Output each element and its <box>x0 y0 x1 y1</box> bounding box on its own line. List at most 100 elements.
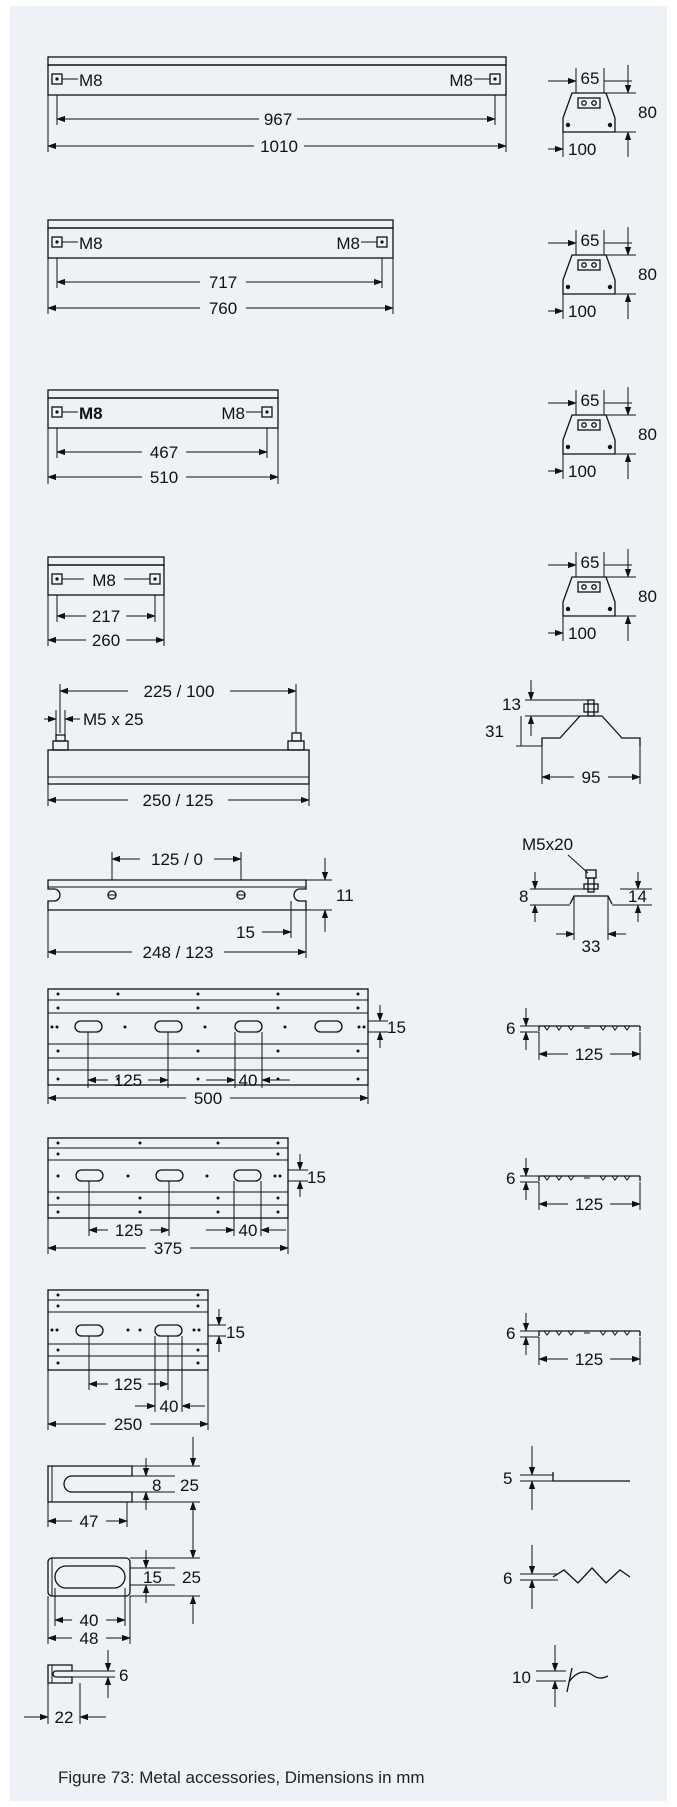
end-foot <box>607 284 613 290</box>
plate-length: 500 <box>194 1089 222 1108</box>
clip-profile-1: 5 <box>503 1446 630 1510</box>
end-hole <box>581 422 587 428</box>
thread-label-right: M8 <box>221 404 245 423</box>
clip-profile-line <box>552 1472 630 1482</box>
plate-pitch: 125 <box>115 1221 143 1240</box>
clip-width: 25 <box>182 1568 201 1587</box>
plate-slot <box>154 1020 183 1033</box>
rail-1010: M8 M8 967 1010 <box>47 56 507 156</box>
end-foot <box>607 444 613 450</box>
thread-hole-center <box>55 577 59 581</box>
end-plate <box>577 581 601 593</box>
end-top-width: 65 <box>581 231 600 250</box>
end-height: 80 <box>638 265 657 284</box>
profile-width: 125 <box>575 1350 603 1369</box>
end-base-width: 100 <box>568 302 596 321</box>
thread-label-left: M8 <box>79 404 103 423</box>
plate-slot <box>154 1324 183 1337</box>
thread-hole-center <box>265 410 269 414</box>
rail-end-view-4: 65 80 100 <box>548 549 657 643</box>
rail-flange <box>47 389 279 399</box>
bolt-rail-body <box>47 749 310 785</box>
end-plate <box>577 259 601 271</box>
rail-flange <box>47 219 394 229</box>
figure-panel: M8 M8 967 1010 65 80 100 <box>10 6 667 1801</box>
bolt-nut <box>52 740 69 751</box>
end-hole <box>581 584 587 590</box>
end-foot <box>565 284 571 290</box>
profile-nut <box>583 703 599 713</box>
clip-small: 6 22 <box>24 1650 128 1727</box>
profile-bolt <box>587 877 595 893</box>
dimension-outer: 260 <box>92 631 120 650</box>
plate-slot <box>155 1169 184 1182</box>
mounting-plate-250: 15 125 40 250 <box>47 1289 245 1434</box>
clip-slot-width: 15 <box>143 1568 162 1587</box>
bolt-rail-length: 250 / 125 <box>143 791 214 810</box>
clip-width: 25 <box>180 1476 199 1495</box>
plate-holes <box>50 992 366 1081</box>
end-base-width: 100 <box>568 624 596 643</box>
profile-width: 95 <box>582 768 601 787</box>
clip-profile-thickness: 6 <box>503 1569 512 1588</box>
clip-slotted: 8 25 47 <box>47 1437 200 1531</box>
plate-length: 375 <box>154 1239 182 1258</box>
clip-profile-3: 10 <box>512 1645 609 1707</box>
end-plate <box>577 419 601 431</box>
profile-height: 6 <box>506 1019 515 1038</box>
technical-drawing: M8 M8 967 1010 65 80 100 <box>24 56 657 1727</box>
bolt-rail: 225 / 100 M5 x 25 250 / 125 <box>44 682 310 810</box>
end-height: 80 <box>638 425 657 444</box>
clip-profile-2: 6 <box>503 1545 631 1609</box>
clip-body <box>47 1557 131 1597</box>
slot-spacing: 125 / 0 <box>151 850 203 869</box>
thread-hole-center <box>55 410 59 414</box>
slotted-rail-profile: M5x20 8 14 33 <box>519 835 652 956</box>
clip-oblong-slot <box>54 1565 126 1589</box>
rail-260: M8 217 260 <box>47 556 165 650</box>
dimension-outer: 760 <box>209 299 237 318</box>
thread-hole-center <box>55 240 59 244</box>
profile-bolt <box>587 699 595 717</box>
end-foot <box>565 606 571 612</box>
end-hole <box>581 100 587 106</box>
profile-side: 14 <box>628 887 647 906</box>
figure-caption: Figure 73: Metal accessories, Dimensions… <box>58 1768 425 1787</box>
end-top-width: 65 <box>581 553 600 572</box>
plate-body <box>47 1137 289 1219</box>
dimension-inner: 217 <box>92 607 120 626</box>
profile-bolt-size: M5x20 <box>522 835 573 854</box>
rail-height: 11 <box>336 886 354 905</box>
clip-profile-thickness: 10 <box>512 1668 531 1687</box>
thread-label: M8 <box>92 571 116 590</box>
plate-profile-1: 6 125 <box>506 1008 641 1064</box>
rail-length: 248 / 123 <box>143 943 214 962</box>
profile-top: 13 <box>502 695 521 714</box>
slotted-rail-body <box>47 879 307 911</box>
rail-end-view-3: 65 80 100 <box>548 387 657 481</box>
plate-thickness: 15 <box>226 1323 245 1342</box>
bolt-shank <box>291 732 302 742</box>
plate-slot <box>75 1324 104 1337</box>
plate-thickness: 15 <box>387 1018 406 1037</box>
plate-length: 250 <box>114 1415 142 1434</box>
plate-profile-ribs <box>543 1025 631 1031</box>
plate-slot <box>233 1169 262 1182</box>
clip-length: 22 <box>55 1708 74 1727</box>
end-profile <box>562 254 616 295</box>
profile-height: 6 <box>506 1324 515 1343</box>
end-profile <box>562 92 616 133</box>
end-hole <box>581 262 587 268</box>
clip-profile-hook <box>566 1667 609 1693</box>
end-profile <box>562 576 616 617</box>
hat-profile <box>541 715 641 746</box>
profile-height: 31 <box>485 722 504 741</box>
plate-body <box>47 1289 209 1371</box>
clip-width: 6 <box>119 1666 128 1685</box>
profile-base <box>569 895 613 905</box>
leader-line <box>567 854 589 874</box>
rail-flange <box>47 556 165 566</box>
plate-thickness: 15 <box>307 1168 326 1187</box>
clip-outer-length: 48 <box>80 1629 99 1648</box>
thread-hole-center <box>153 577 157 581</box>
